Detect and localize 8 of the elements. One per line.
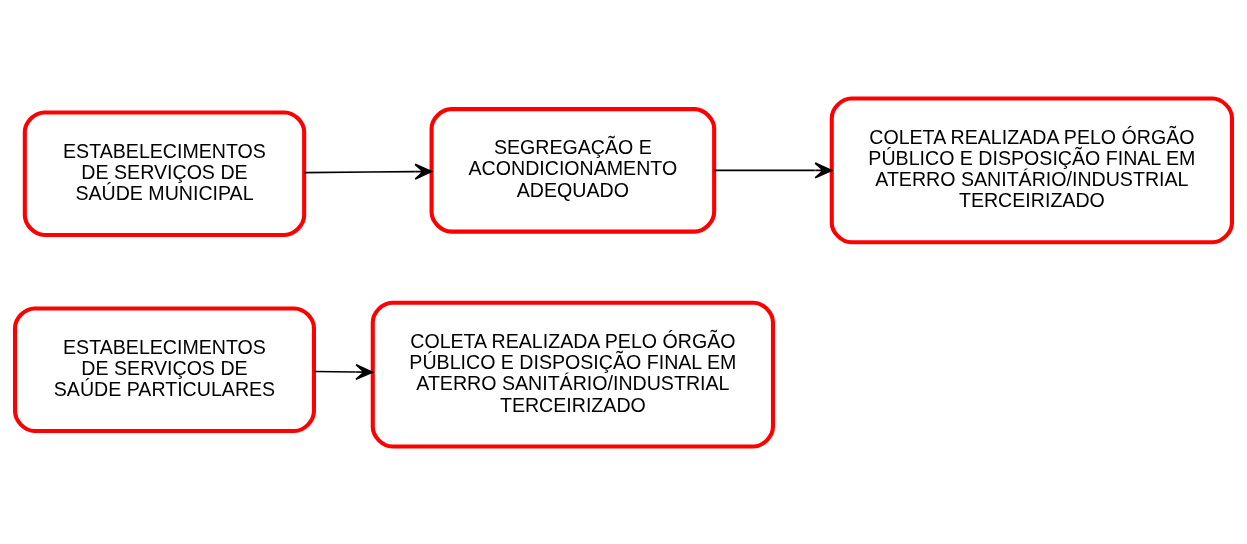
arrow [713,161,833,179]
node-box: COLETA REALIZADA PELO ÓRGÃO PÚBLICO E DISPOSIÇÃO FINAL EM ATERRO SANITÁRIO/INDUSTRIAL TERCEIRIZADO [829,96,1234,244]
node-box: COLETA REALIZADA PELO ÓRGÃO PÚBLICO E DISPOSIÇÃO FINAL EM ATERRO SANITÁRIO/INDUSTRIAL TERCEIRIZADO [370,300,775,448]
node-box: ESTABELECIMENTOS DE SERVIÇOS DE SAÚDE PARTICULARES [13,305,316,433]
arrow [313,363,374,380]
node-box: SEGREGAÇÃO E ACONDICIONAMENTO ADEQUADO [429,106,717,234]
arrow [303,163,433,180]
node-box: ESTABELECIMENTOS DE SERVIÇOS DE SAÚDE MUNICIPAL [22,109,307,237]
